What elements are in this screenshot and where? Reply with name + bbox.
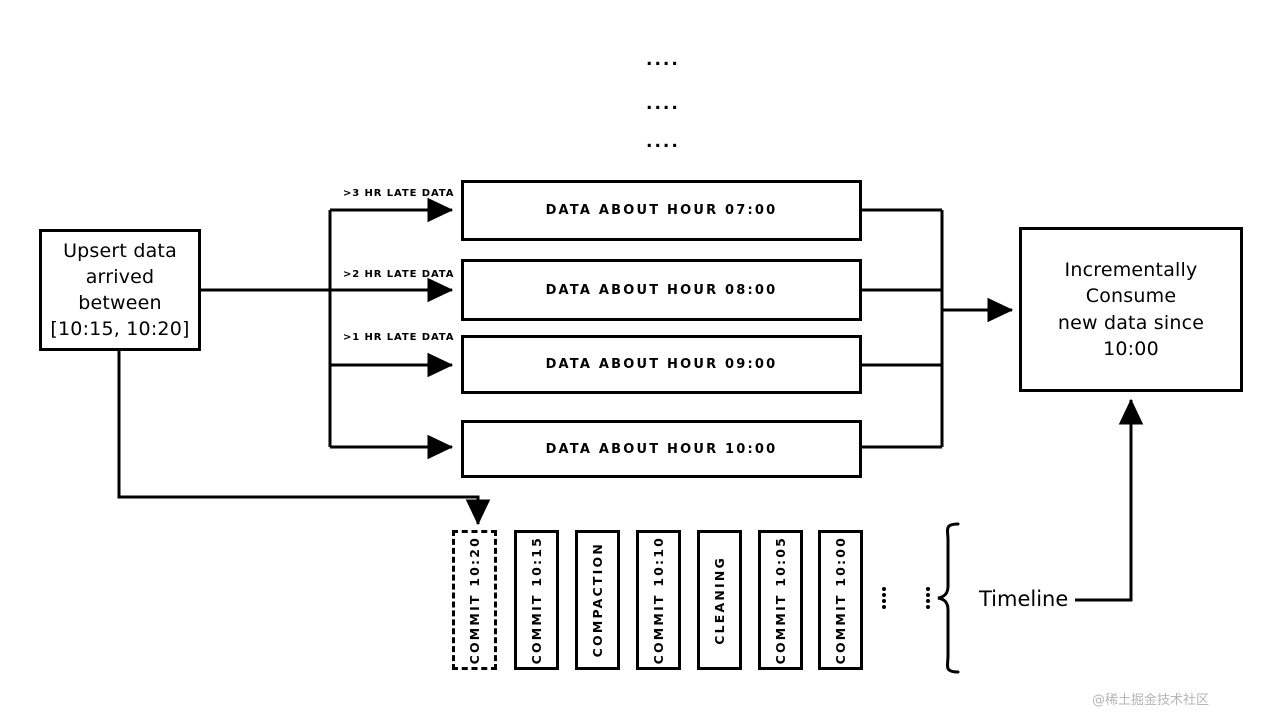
- ellipsis-row-2: ....: [646, 94, 680, 114]
- timeline-entry-commit-1015[interactable]: COMMIT 10:15: [514, 530, 559, 670]
- incremental-consumer-box[interactable]: Incrementally Consume new data since 10:…: [1019, 227, 1243, 392]
- timeline-label: Timeline: [979, 587, 1069, 611]
- timeline-ellipsis-1: [882, 587, 886, 609]
- edge-timeline-to-consumer: [1075, 398, 1144, 602]
- ellipsis-row-1: ....: [646, 50, 680, 70]
- hour-partition-label-07: DATA ABOUT HOUR 07:00: [545, 203, 778, 218]
- timeline-ellipsis-2: [926, 587, 930, 609]
- timeline-entry-cleaning[interactable]: CLEANING: [697, 530, 742, 670]
- consumer-line-2: new data since 10:00: [1057, 311, 1205, 360]
- timeline-entry-label: COMMIT 10:15: [529, 535, 544, 665]
- timeline-entry-label: COMPACTION: [590, 542, 605, 658]
- hour-partition-box-10[interactable]: DATA ABOUT HOUR 10:00: [461, 420, 862, 478]
- upsert-line-3: [10:15, 10:20]: [50, 318, 190, 341]
- hour-partition-label-10: DATA ABOUT HOUR 10:00: [545, 441, 778, 457]
- upsert-line-2: arrived between: [78, 265, 162, 314]
- timeline-entry-label: CLEANING: [712, 555, 727, 645]
- hour-partition-box-09[interactable]: DATA ABOUT HOUR 09:00: [461, 335, 862, 394]
- timeline-entry-label: COMMIT 10:00: [833, 535, 848, 665]
- hour-partition-label-09: DATA ABOUT HOUR 09:00: [545, 357, 778, 372]
- timeline-brace: [937, 522, 960, 674]
- timeline-entry-compaction[interactable]: COMPACTION: [575, 530, 620, 670]
- hour-partition-box-07[interactable]: DATA ABOUT HOUR 07:00: [461, 180, 862, 241]
- timeline-entry-commit-1010[interactable]: COMMIT 10:10: [636, 530, 681, 670]
- timeline-entry-commit-1005[interactable]: COMMIT 10:05: [758, 530, 803, 670]
- late-data-label-2hr: >2 HR LATE DATA: [343, 269, 455, 280]
- hour-partition-box-08[interactable]: DATA ABOUT HOUR 08:00: [461, 259, 862, 321]
- timeline-entry-commit-1000[interactable]: COMMIT 10:00: [818, 530, 863, 670]
- upsert-line-1: Upsert data: [63, 239, 177, 262]
- hour-partition-label-08: DATA ABOUT HOUR 08:00: [545, 282, 778, 298]
- late-data-label-3hr: >3 HR LATE DATA: [343, 188, 455, 199]
- timeline-entry-commit-1020[interactable]: COMMIT 10:20: [452, 530, 497, 670]
- timeline-entry-label: COMMIT 10:20: [467, 535, 482, 665]
- watermark: @稀土掘金技术社区: [1092, 693, 1210, 708]
- late-data-label-1hr: >1 HR LATE DATA: [343, 332, 455, 343]
- edge-source-to-commit-head: [117, 350, 491, 526]
- consumer-line-1: Incrementally Consume: [1064, 259, 1198, 308]
- upsert-source-box[interactable]: Upsert data arrived between [10:15, 10:2…: [39, 229, 201, 351]
- timeline-entry-label: COMMIT 10:05: [773, 535, 788, 665]
- ellipsis-row-3: ....: [646, 132, 680, 152]
- timeline-entry-label: COMMIT 10:10: [651, 535, 666, 665]
